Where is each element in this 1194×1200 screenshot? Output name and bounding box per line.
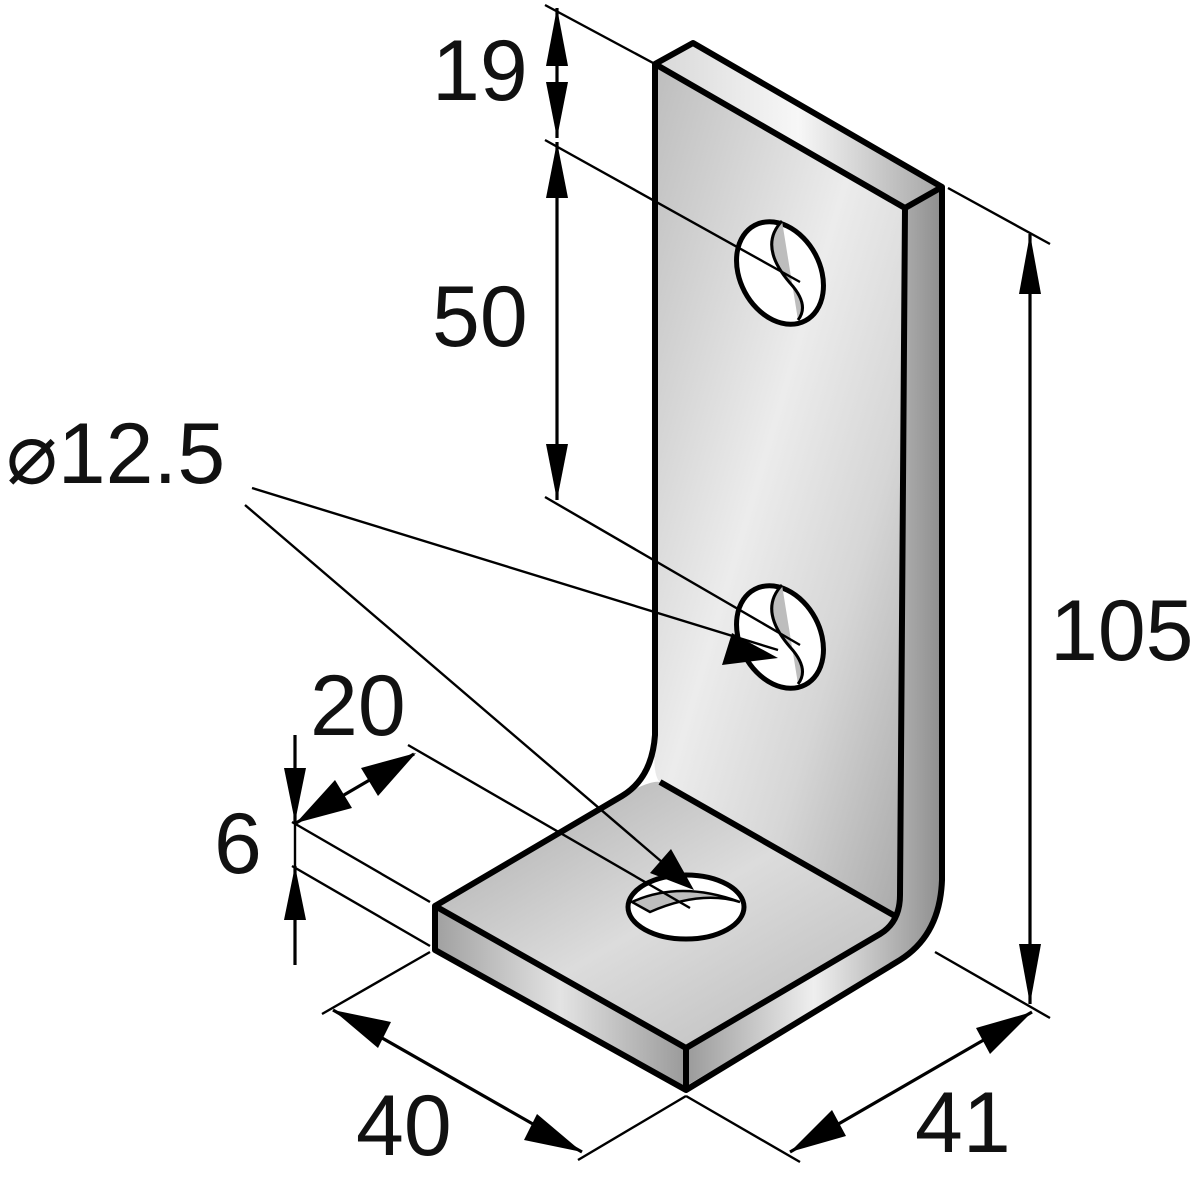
vertical-leg-top-edge <box>655 43 942 208</box>
dimension-labels: 19 50 ⌀12.5 105 20 6 40 41 <box>6 23 1194 1174</box>
bracket-outline <box>432 40 945 1093</box>
foot-front-edge <box>435 906 686 1090</box>
label-105: 105 <box>1050 583 1194 679</box>
label-diameter: ⌀12.5 <box>6 406 225 502</box>
top-edge-line <box>903 184 944 211</box>
vertical-leg-inner-edge <box>433 61 908 1051</box>
label-20: 20 <box>310 658 406 754</box>
leader-hole-middle <box>251 486 779 652</box>
label-50: 50 <box>432 269 528 365</box>
vertical-leg-side <box>686 187 942 1086</box>
leader-hole-foot <box>244 504 691 887</box>
hole-top <box>734 219 826 327</box>
dimension-lines <box>244 3 1051 1164</box>
label-6: 6 <box>214 796 262 892</box>
bend-inner-line <box>658 779 897 919</box>
vertical-leg-face <box>654 64 905 918</box>
label-19: 19 <box>432 23 528 119</box>
label-41: 41 <box>915 1075 1011 1171</box>
label-40: 40 <box>356 1078 452 1174</box>
